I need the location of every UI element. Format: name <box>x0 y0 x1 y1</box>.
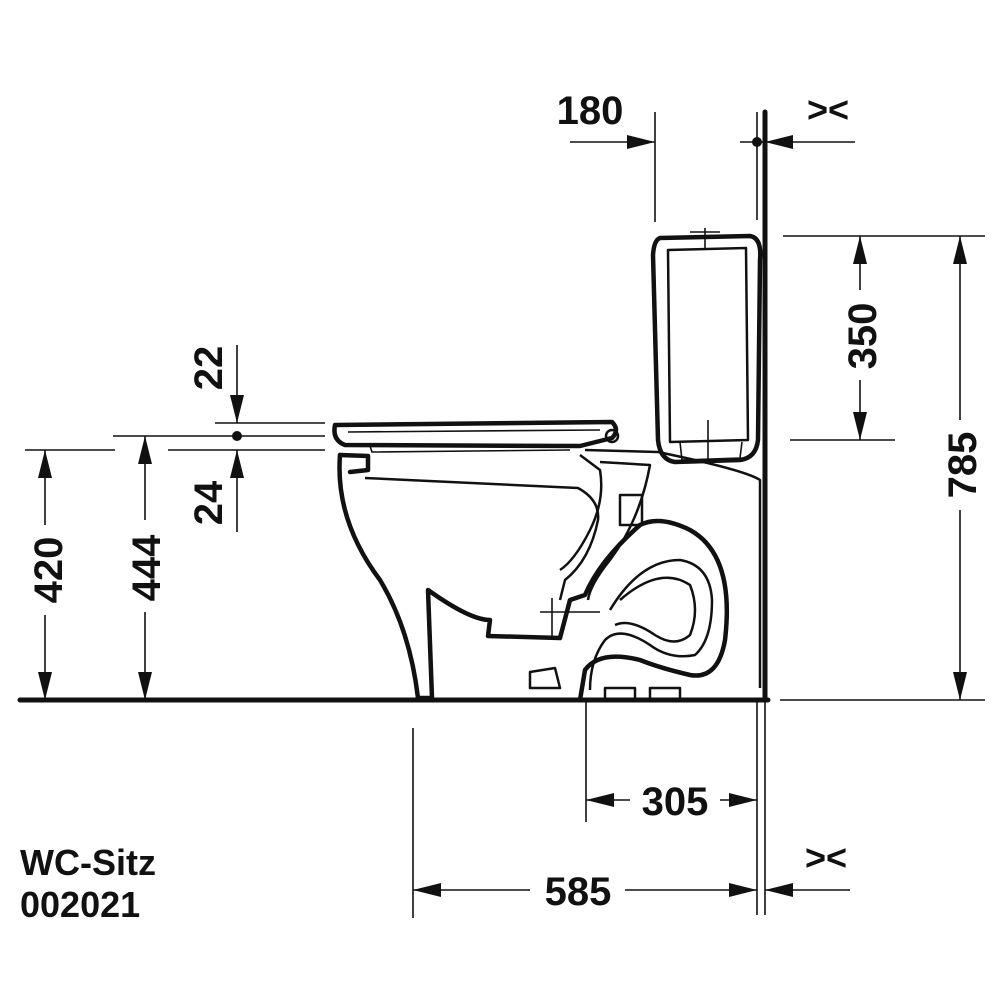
dimension-22-label: 22 <box>187 346 231 391</box>
dimension-420-label: 420 <box>27 537 71 604</box>
dimension-785-label: 785 <box>941 432 985 499</box>
dimension-444: 444 <box>125 436 169 700</box>
dimension-420: 420 <box>25 449 115 700</box>
toilet-outline <box>332 228 763 703</box>
dimension-350-label: 350 <box>841 303 885 370</box>
dimension-x-bottom-label: >< <box>805 837 847 878</box>
dimension-350: 350 <box>783 235 985 441</box>
dimension-785: 785 <box>780 236 985 701</box>
dimension-305-label: 305 <box>642 780 709 824</box>
dimension-x-top-label: >< <box>807 89 849 130</box>
dimension-444-label: 444 <box>125 534 169 601</box>
seat-caption: WC-Sitz 002021 <box>20 842 156 926</box>
dimension-24-label: 24 <box>187 480 231 525</box>
dimension-180: 180 <box>557 89 656 222</box>
caption-title: WC-Sitz <box>20 842 156 883</box>
dimension-180-label: 180 <box>557 89 624 133</box>
caption-article-number: 002021 <box>20 884 141 925</box>
dimension-x-top: >< <box>740 89 855 220</box>
dimension-585-label: 585 <box>545 870 612 914</box>
dimension-305: 305 <box>585 700 758 915</box>
dimension-22-24: 22 24 <box>113 345 325 532</box>
dimension-x-bottom: >< <box>764 700 850 915</box>
cistern <box>650 233 763 465</box>
dimension-585: 585 <box>412 728 757 918</box>
seat-lid <box>332 419 619 449</box>
